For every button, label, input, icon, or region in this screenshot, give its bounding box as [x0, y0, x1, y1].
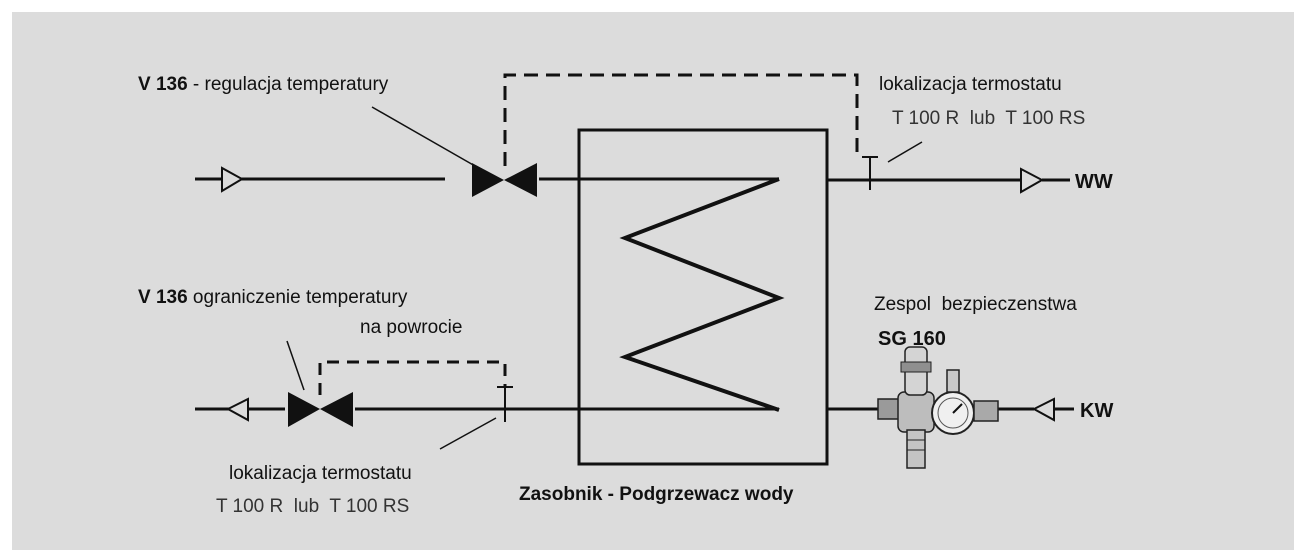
- top-valve-label: V 136 - regulacja temperatury: [138, 74, 389, 95]
- heating-coil: [619, 177, 785, 412]
- bottom-valve-desc: ograniczenie temperatury: [188, 287, 408, 308]
- bottom-valve-icon: [288, 392, 353, 427]
- bottom-thermostat-label-line1: lokalizacja termostatu: [229, 463, 412, 484]
- bottom-valve-code: V 136: [138, 287, 188, 308]
- bottom-thermostat-label-line2: T 100 R lub T 100 RS: [216, 496, 409, 517]
- top-thermostat-icon: [862, 156, 878, 190]
- kw-arrow-icon: [1031, 397, 1055, 422]
- bottom-control-line: [318, 360, 507, 395]
- top-valve-code: V 136: [138, 74, 188, 95]
- inlet-arrow-icon: [221, 166, 245, 193]
- top-thermostat-label-line2: T 100 R lub T 100 RS: [892, 108, 1085, 129]
- top-thermostat-label-line1: lokalizacja termostatu: [879, 74, 1062, 95]
- safety-group-code: SG 160: [878, 328, 946, 350]
- top-valve-desc: - regulacja temperatury: [188, 74, 389, 95]
- ww-arrow-icon: [1020, 167, 1045, 194]
- top-valve-icon: [472, 163, 537, 197]
- top-thermostat-leader: [887, 141, 923, 163]
- safety-group-label: Zespol bezpieczenstwa: [874, 294, 1077, 315]
- bottom-thermostat-icon: [497, 386, 513, 422]
- diagram-canvas: V 136 - regulacja temperatury lokalizacj…: [12, 12, 1294, 550]
- outlet-arrow-icon: [225, 397, 249, 422]
- water-heater-tank: [577, 128, 829, 466]
- kw-label: KW: [1080, 400, 1113, 422]
- bottom-thermostat-leader: [439, 417, 497, 450]
- bottom-valve-label-line2: na powrocie: [360, 317, 462, 338]
- bottom-valve-label: V 136 ograniczenie temperatury: [138, 287, 408, 308]
- tank-caption: Zasobnik - Podgrzewacz wody: [519, 484, 794, 505]
- safety-group-icon: [877, 346, 999, 469]
- bottom-valve-leader: [286, 340, 305, 391]
- top-control-line: [503, 73, 859, 166]
- ww-label: WW: [1075, 171, 1113, 193]
- hydraulic-schematic: V 136 - regulacja temperatury lokalizacj…: [138, 73, 1113, 517]
- top-valve-leader: [371, 106, 483, 171]
